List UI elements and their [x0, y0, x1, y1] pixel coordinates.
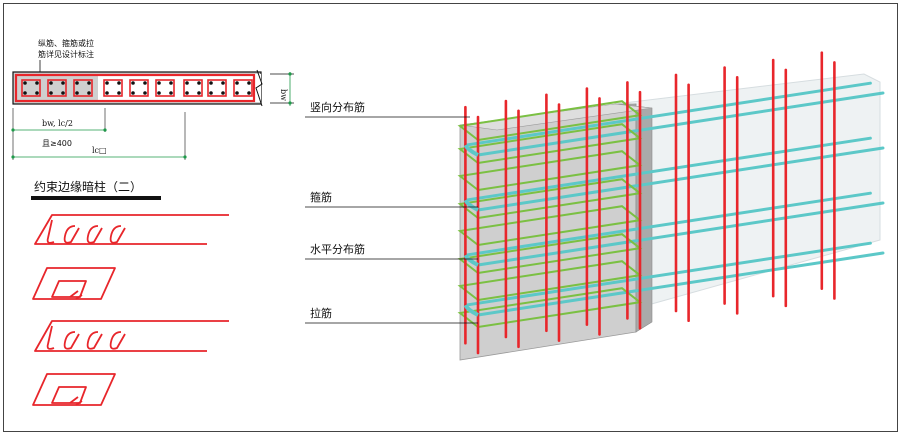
plan-bar-dot: [49, 81, 53, 85]
stirrup-detail-1: [32, 267, 116, 300]
hook-detail-1: [34, 214, 229, 245]
hook-detail-2: [34, 320, 229, 352]
plan-bar-dot: [105, 81, 109, 85]
horizontal-bar-hook: [463, 199, 479, 212]
plan-bar-dot: [35, 91, 39, 95]
plan-note-line2: 筋详见设计标注: [38, 49, 94, 59]
plan-bar-dot: [185, 91, 189, 95]
stirrup-detail-2: [32, 373, 116, 406]
title-underline: [31, 196, 161, 200]
plan-bar-dot: [185, 81, 189, 85]
plan-tie-8: [233, 79, 253, 97]
horizontal-bar-hook: [463, 304, 479, 317]
iso-rebar-cage: [457, 51, 885, 355]
plan-bar-dot: [209, 81, 213, 85]
plan-bar-dot: [169, 91, 173, 95]
dim-min-label: 且≥400: [42, 139, 72, 148]
plan-tie-5: [155, 79, 175, 97]
plan-tie-6: [183, 79, 203, 97]
plan-tie-3: [103, 79, 123, 97]
callout-vertical-bars: 竖向分布筋: [310, 100, 365, 114]
plan-bar-dot: [247, 91, 251, 95]
plan-bar-dot: [209, 91, 213, 95]
plan-section: 纵筋、箍筋或拉 筋详见设计标注 bw bw, lc/2 且≥400 lc□: [11, 38, 294, 160]
plan-bar-dot: [87, 81, 91, 85]
plan-tie-1: [47, 79, 67, 97]
dim-lc-label: lc□: [92, 146, 107, 155]
plan-bar-dot: [221, 81, 225, 85]
callouts: 竖向分布筋 箍筋 水平分布筋 拉筋: [305, 100, 478, 324]
plan-tie-2: [73, 79, 93, 97]
callout-horizontal-bars: 水平分布筋: [310, 242, 365, 256]
plan-bar-dot: [49, 91, 53, 95]
callout-tie-bars: 拉筋: [310, 306, 332, 320]
plan-bar-dot: [75, 91, 79, 95]
horizontal-bar-1: [463, 191, 872, 257]
callout-stirrups: 箍筋: [310, 190, 332, 204]
figure-frame: [3, 3, 898, 432]
outer-stirrup: [14, 73, 256, 103]
plan-bar-dot: [197, 81, 201, 85]
horizontal-bar-3: [463, 81, 872, 147]
plan-bar-dot: [247, 81, 251, 85]
plan-bar-dot: [35, 81, 39, 85]
horizontal-bar-hook: [463, 254, 479, 267]
plan-bar-dot: [157, 81, 161, 85]
horizontal-bar-0: [463, 241, 872, 307]
plan-bar-dot: [143, 81, 147, 85]
plan-bar-dot: [61, 81, 65, 85]
plan-bar-dot: [117, 91, 121, 95]
dim-bw-label: bw: [279, 89, 288, 101]
detail-sketches: [32, 214, 229, 406]
plan-bar-dot: [75, 81, 79, 85]
plan-ties: [21, 79, 253, 97]
plan-bar-dot: [157, 91, 161, 95]
plan-bar-dot: [105, 91, 109, 95]
iso-3d-model: [457, 51, 885, 361]
plan-bar-dot: [87, 91, 91, 95]
horizontal-bar-2: [463, 136, 872, 202]
section-title: 约束边缘暗柱（二）: [34, 179, 142, 194]
plan-note-line1: 纵筋、箍筋或拉: [38, 38, 94, 48]
plan-bar-dot: [131, 81, 135, 85]
plan-bar-dot: [143, 91, 147, 95]
plan-bar-dot: [221, 91, 225, 95]
plan-bar-dot: [23, 81, 27, 85]
horizontal-bar-hook: [463, 144, 479, 157]
plan-bar-dot: [235, 81, 239, 85]
plan-tie-4: [129, 79, 149, 97]
plan-bar-dot: [23, 91, 27, 95]
plan-bar-dot: [169, 81, 173, 85]
break-mark: [255, 69, 263, 107]
plan-tie-0: [21, 79, 41, 97]
plan-bar-dot: [235, 91, 239, 95]
plan-bar-dot: [117, 81, 121, 85]
plan-bar-dot: [131, 91, 135, 95]
dim-inner-label: bw, lc/2: [42, 119, 73, 128]
plan-bar-dot: [61, 91, 65, 95]
plan-bar-dot: [197, 91, 201, 95]
plan-tie-7: [207, 79, 227, 97]
